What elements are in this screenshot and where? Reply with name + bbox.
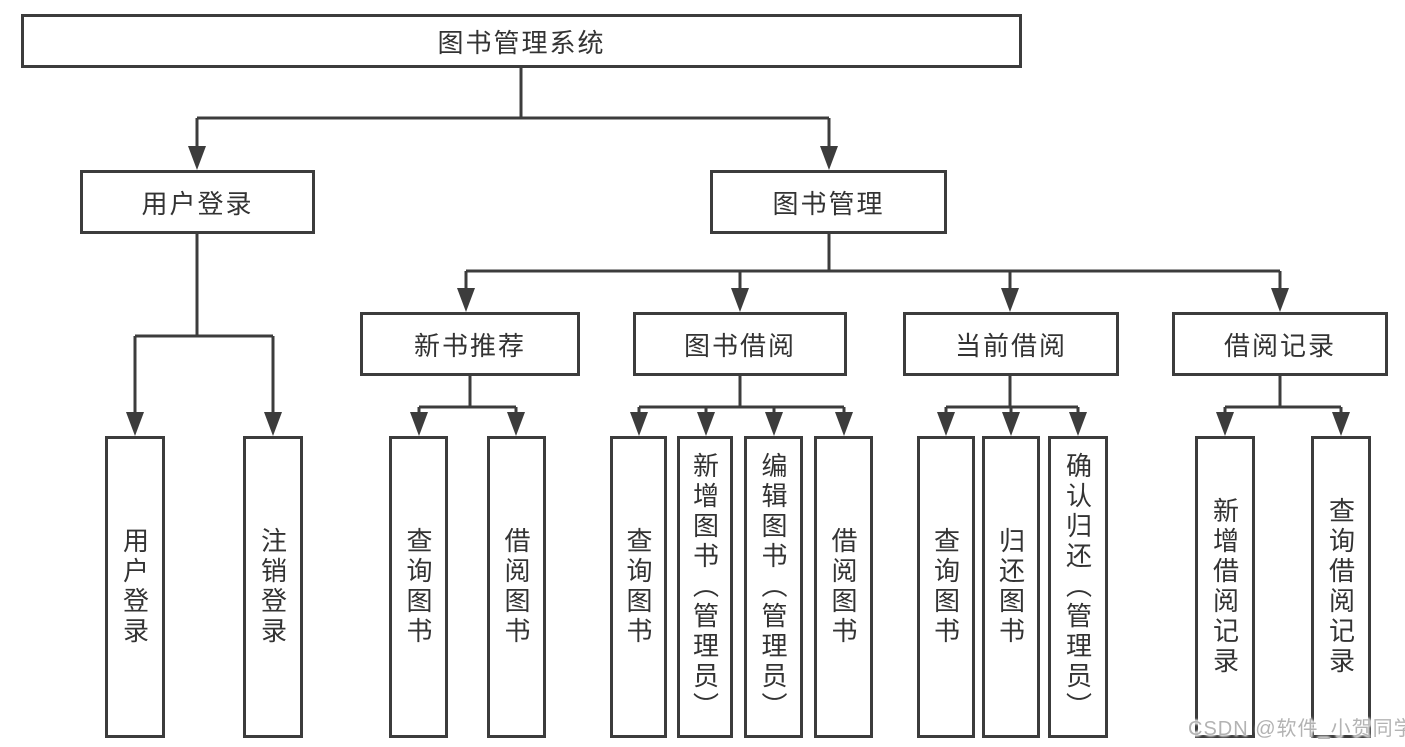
- node-user-login: 用户登录: [80, 170, 315, 234]
- node-label: 归还图书: [995, 527, 1026, 647]
- node-label: 用户登录: [119, 527, 150, 647]
- node-label: 借阅记录: [1223, 330, 1336, 361]
- node-leaf-return-books: 归还图书: [982, 436, 1040, 738]
- node-leaf-logout: 注销登录: [243, 436, 303, 738]
- node-label: 新书推荐: [413, 330, 526, 361]
- node-label: 编辑图书（管理员）: [758, 452, 788, 722]
- node-leaf-search-books-current: 查询图书: [917, 436, 975, 738]
- node-label: 注销登录: [257, 527, 288, 647]
- node-library-management-system: 图书管理系统: [21, 14, 1022, 68]
- node-label: 图书管理: [772, 188, 885, 219]
- node-new-book-recommendation: 新书推荐: [360, 312, 580, 376]
- node-leaf-borrow-books-recommend: 借阅图书: [487, 436, 546, 738]
- node-leaf-search-borrow-record: 查询借阅记录: [1311, 436, 1371, 738]
- node-label: 用户登录: [141, 188, 254, 219]
- node-label: 查询图书: [403, 527, 433, 647]
- node-leaf-borrow-books-borrowing: 借阅图书: [814, 436, 873, 738]
- node-leaf-add-book-admin: 新增图书（管理员）: [677, 436, 733, 738]
- node-label: 查询图书: [623, 527, 653, 647]
- node-label: 图书管理系统: [437, 27, 606, 58]
- node-borrowing-records: 借阅记录: [1172, 312, 1388, 376]
- watermark: CSDN @软件_小贺同学: [1188, 718, 1405, 740]
- node-label: 确认归还（管理员）: [1062, 452, 1093, 722]
- node-label: 新增图书（管理员）: [689, 452, 720, 722]
- node-label: 查询借阅记录: [1325, 497, 1356, 677]
- node-book-borrowing: 图书借阅: [633, 312, 847, 376]
- node-label: 当前借阅: [954, 330, 1067, 361]
- node-label: 查询图书: [930, 527, 961, 647]
- node-label: 新增借阅记录: [1209, 497, 1240, 677]
- node-label: 借阅图书: [501, 527, 531, 647]
- node-leaf-add-borrow-record: 新增借阅记录: [1195, 436, 1255, 738]
- node-label: 图书借阅: [683, 330, 796, 361]
- node-current-borrowing: 当前借阅: [903, 312, 1119, 376]
- node-book-management: 图书管理: [710, 170, 947, 234]
- node-leaf-edit-book-admin: 编辑图书（管理员）: [744, 436, 803, 738]
- node-leaf-confirm-return-admin: 确认归还（管理员）: [1048, 436, 1108, 738]
- node-label: 借阅图书: [828, 527, 858, 647]
- node-leaf-search-books-recommend: 查询图书: [389, 436, 448, 738]
- node-leaf-user-login: 用户登录: [105, 436, 165, 738]
- node-leaf-search-books-borrowing: 查询图书: [610, 436, 667, 738]
